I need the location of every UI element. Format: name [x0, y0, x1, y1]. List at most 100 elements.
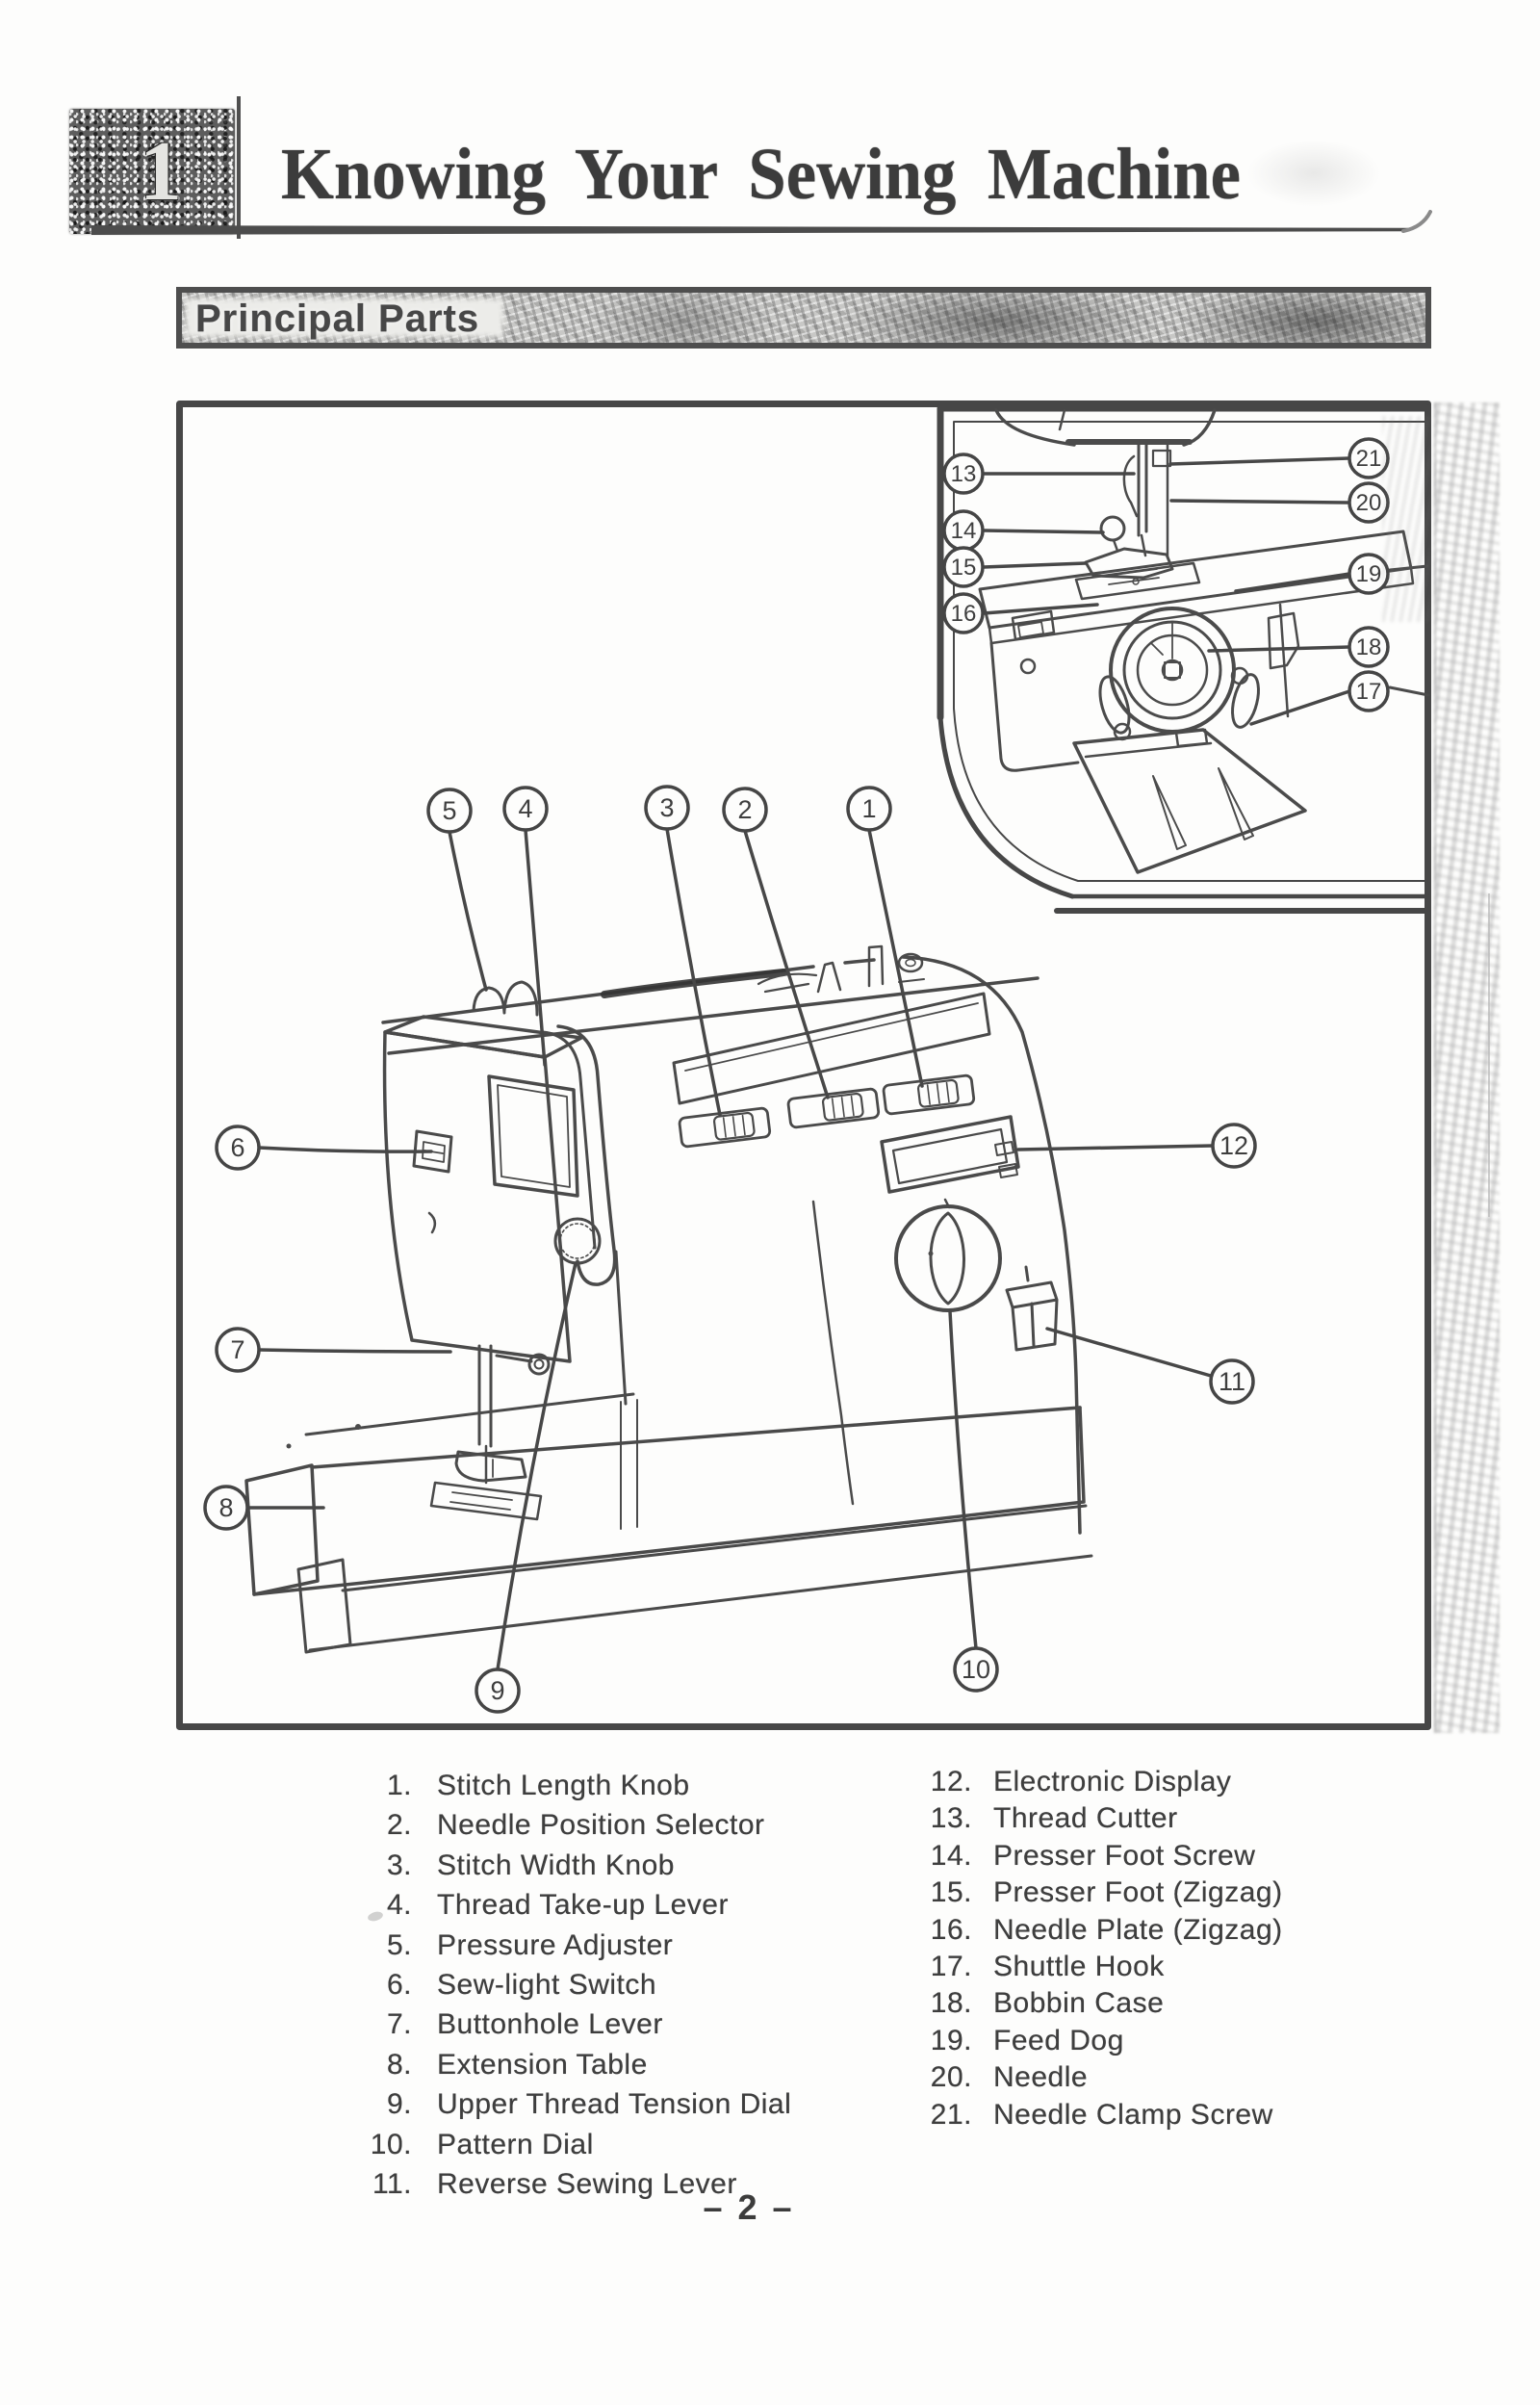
- part-row: 13. Thread Cutter: [897, 1802, 1283, 1839]
- callout-circle-1: [846, 786, 892, 832]
- display-buttons: [994, 1141, 1018, 1178]
- leader-line-5: [448, 830, 488, 992]
- callout-circle-15: [942, 546, 985, 588]
- part-row: 9. Upper Thread Tension Dial: [320, 2088, 791, 2128]
- callout-circle-4: [502, 786, 549, 832]
- leader-line-18: [1207, 645, 1351, 653]
- callout-3: 3: [644, 785, 722, 1117]
- part-label: Upper Thread Tension Dial: [437, 2088, 792, 2121]
- callout-5: 5: [426, 788, 488, 992]
- section-banner-label: Principal Parts: [195, 297, 480, 340]
- part-number: 12.: [930, 1766, 972, 1797]
- callout-circle-9: [475, 1668, 521, 1714]
- part-label: Bobbin Case: [993, 1987, 1165, 2020]
- leader-line-20: [1169, 499, 1351, 504]
- page-title: Knowing Your Sewing Machine: [281, 134, 1242, 215]
- callout-20: 20: [1169, 481, 1390, 524]
- thread-take-up-lever: [556, 1024, 617, 1286]
- callout-2: 2: [722, 787, 830, 1099]
- callout-12: 12: [1016, 1123, 1257, 1169]
- part-label: Thread Take-up Lever: [437, 1889, 729, 1922]
- part-row: 21.Needle Clamp Screw: [897, 2099, 1283, 2135]
- callout-circle-2: [722, 787, 768, 833]
- needle-bar-main: [477, 1344, 493, 1448]
- part-label: Needle: [993, 2061, 1089, 2094]
- part-label: Buttonhole Lever: [437, 2008, 663, 2041]
- part-number: 13.: [930, 1802, 972, 1835]
- part-label: Extension Table: [437, 2048, 648, 2081]
- machine-right-edge: [901, 955, 1082, 1535]
- needle-clamp-screw: [1151, 449, 1172, 468]
- callout-13: 13: [942, 453, 1136, 495]
- leader-line-14: [982, 529, 1105, 534]
- part-label: Pressure Adjuster: [437, 1928, 674, 1961]
- part-row: 4. Thread Take-up Lever: [320, 1889, 791, 1928]
- callout-4: 4: [502, 786, 549, 1067]
- callout-9: 9: [475, 1261, 578, 1714]
- callout-number-16: 16: [951, 601, 977, 627]
- part-label: Feed Dog: [993, 2024, 1124, 2056]
- callout-number-8: 8: [218, 1493, 233, 1522]
- spool-pin: [867, 944, 885, 988]
- stitch-length-slider: [882, 1073, 976, 1116]
- extension-table: [244, 1463, 320, 1596]
- part-row: 15.Presser Foot (Zigzag): [897, 1876, 1283, 1913]
- electronic-display: [880, 1115, 1020, 1194]
- callout-circle-16: [942, 592, 985, 634]
- part-number: 9.: [386, 2088, 412, 2121]
- leader-line-3: [665, 827, 722, 1117]
- rule-end-curl: [1401, 210, 1432, 233]
- callout-number-15: 15: [951, 555, 977, 581]
- part-label: Stitch Width Knob: [437, 1849, 675, 1881]
- callout-21: 21: [1168, 437, 1390, 479]
- pattern-dial: [894, 1204, 1002, 1312]
- leader-line-1: [867, 828, 924, 1088]
- callout-8: 8: [203, 1485, 325, 1531]
- head-window: [487, 1074, 579, 1198]
- chapter-number: 1: [140, 124, 182, 219]
- callout-circle-12: [1211, 1123, 1257, 1169]
- callout-circle-13: [942, 453, 985, 495]
- part-row: 6.Sew-light Switch: [320, 1969, 791, 2008]
- part-row: 11.Reverse Sewing Lever: [320, 2168, 791, 2208]
- callout-number-9: 9: [490, 1676, 504, 1705]
- part-number: 8.: [386, 2048, 412, 2081]
- part-label: Electronic Display: [993, 1766, 1232, 1797]
- part-number: 10.: [370, 2128, 412, 2160]
- callout-circle-11: [1209, 1358, 1255, 1405]
- part-label: Thread Cutter: [993, 1802, 1178, 1835]
- callout-number-10: 10: [962, 1655, 990, 1684]
- callout-19: 19: [1234, 553, 1390, 595]
- callout-circle-7: [215, 1327, 261, 1373]
- callout-11: 11: [1045, 1327, 1255, 1405]
- banner-texture-blob: [586, 293, 779, 343]
- callout-15: 15: [942, 546, 1088, 588]
- machine-drawing: [244, 944, 1093, 1654]
- part-row: 3.Stitch Width Knob: [320, 1849, 791, 1889]
- callout-circle-8: [203, 1485, 249, 1531]
- scan-noise-inset: [1382, 416, 1430, 622]
- callout-number-13: 13: [951, 461, 977, 487]
- part-row: 1.Stitch Length Knob: [320, 1770, 791, 1809]
- spool-pin: [816, 961, 842, 994]
- leader-line-17: [1249, 689, 1351, 726]
- part-label: Reverse Sewing Lever: [437, 2167, 737, 2200]
- part-row: 12. Electronic Display: [897, 1766, 1283, 1802]
- part-number: 18.: [930, 1987, 972, 2020]
- reverse-sewing-lever: [1005, 1265, 1059, 1352]
- head-front-face: [382, 1030, 572, 1363]
- part-number: 20.: [930, 2061, 972, 2094]
- callout-circle-3: [644, 785, 690, 831]
- part-number: 7.: [386, 2008, 412, 2041]
- machine-foot: [296, 1558, 352, 1654]
- callout-6: 6: [215, 1125, 433, 1171]
- callout-number-21: 21: [1356, 446, 1382, 472]
- callout-number-3: 3: [659, 793, 674, 822]
- leader-line-7: [257, 1348, 452, 1354]
- chapter-divider-line: [237, 96, 241, 239]
- presser-foot-main: [454, 1450, 527, 1483]
- part-number: 4.: [386, 1889, 412, 1922]
